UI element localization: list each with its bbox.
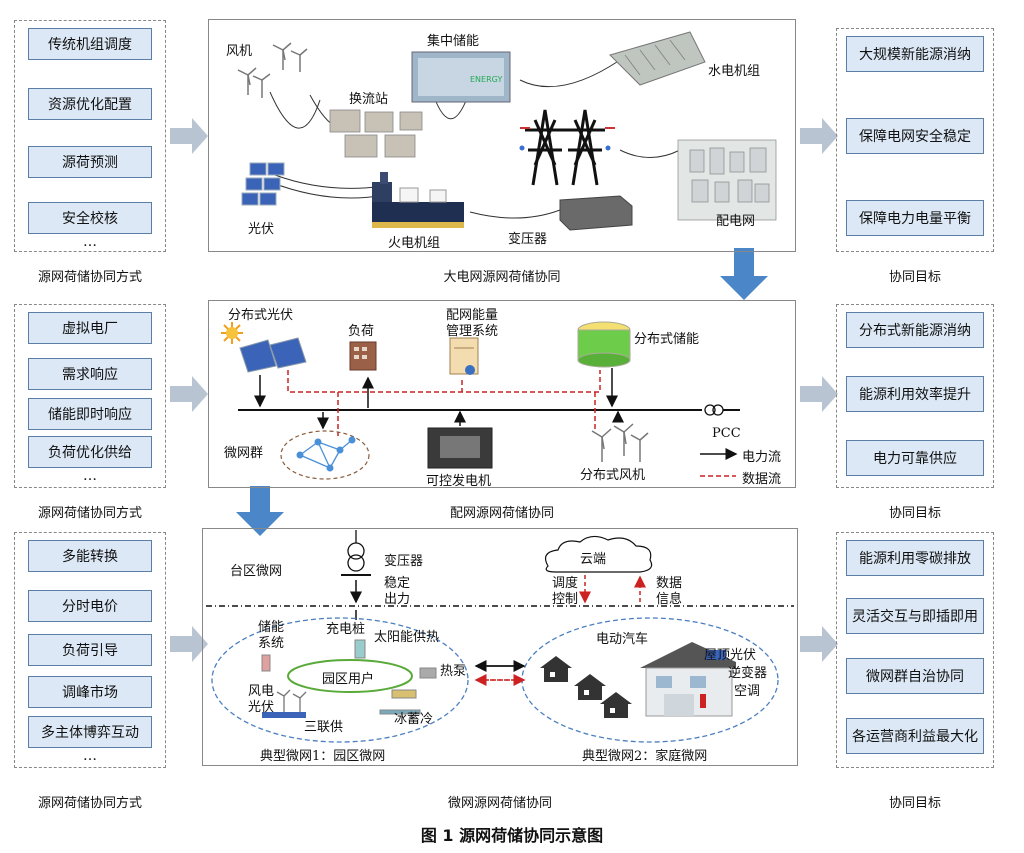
row3-diagram-caption: 微网源网荷储协同 — [447, 796, 552, 811]
label-dist-storage: 分布式储能 — [634, 332, 700, 347]
label-charger: 充电桩 — [326, 622, 366, 637]
row2-goal-panel — [836, 304, 994, 488]
label-trigen: 三联供 — [304, 720, 344, 735]
label-cloud: 云端 — [580, 552, 607, 567]
label-wind: 风机 — [226, 44, 253, 59]
row2-diagram-caption: 配网源网荷储协同 — [449, 506, 554, 521]
row1-diagram-caption: 大电网源网荷储协同 — [443, 270, 561, 285]
row1-goal-item: 保障电力电量平衡 — [846, 200, 984, 236]
label-dispatch: 调度 — [552, 576, 579, 591]
label-stable: 出力 — [384, 592, 411, 607]
label-distribution: 配电网 — [716, 214, 756, 229]
label-heat-pump: 热泵 — [440, 664, 467, 679]
label-rooftop-pv: 屋顶光伏 — [704, 648, 757, 663]
label-ac: 空调 — [734, 684, 761, 699]
label-hydro: 水电机组 — [708, 64, 761, 79]
label-transformer: 变压器 — [508, 232, 548, 247]
label-stable: 稳定 — [384, 576, 411, 591]
label-storage: 系统 — [258, 636, 285, 651]
label-controllable-gen: 可控发电机 — [426, 474, 492, 489]
row2-method-item: 需求响应 — [28, 358, 152, 390]
label-central-storage: 集中储能 — [427, 34, 480, 49]
label-ice-storage: 冰蓄冷 — [394, 712, 434, 727]
row3-goal-item: 各运营商利益最大化 — [846, 718, 984, 754]
label-transformer-r3: 变压器 — [384, 554, 424, 569]
row3-graphics — [206, 530, 794, 743]
row1-goal-item: 大规模新能源消纳 — [846, 36, 984, 72]
label-mg1: 典型微网1：园区微网 — [260, 749, 386, 764]
row1-method-item: 资源优化配置 — [28, 88, 152, 120]
side-arrows — [170, 118, 838, 662]
label-microgrid-group: 微网群 — [224, 446, 264, 461]
row2-diagram-frame — [208, 300, 796, 488]
row3-goal-item: 微网群自治协同 — [846, 658, 984, 694]
label-dist-pv: 分布式光伏 — [228, 308, 294, 323]
label-district: 台区微网 — [230, 564, 283, 579]
row1-graphics: ENERGY — [237, 31, 777, 231]
label-pv: 光伏 — [248, 222, 275, 237]
legend-power-flow: 电力流 — [742, 450, 782, 465]
row3-goal-item: 能源利用零碳排放 — [846, 540, 984, 576]
label-ems: 管理系统 — [446, 324, 499, 339]
label-park-user: 园区用户 — [322, 672, 375, 687]
row3-method-item: 多主体博弈互动 — [28, 716, 152, 748]
row1-goal-caption: 协同目标 — [888, 270, 941, 285]
row1-method-item: 安全校核 — [28, 202, 152, 234]
row2-method-item: 储能即时响应 — [28, 398, 152, 430]
row1-method-panel — [14, 20, 166, 252]
row2-goal-caption: 协同目标 — [888, 506, 941, 521]
row2-method-item: 负荷优化供给 — [28, 436, 152, 468]
legend-data-flow: 数据流 — [742, 472, 782, 487]
row1-diagram-frame — [208, 19, 796, 252]
row1-method-item: 源荷预测 — [28, 146, 152, 178]
label-solar-heat: 太阳能供热 — [374, 630, 440, 645]
row1-method-caption: 源网荷储协同方式 — [37, 270, 142, 285]
row2-goal-item: 电力可靠供应 — [846, 440, 984, 476]
ellipsis: … — [83, 748, 97, 764]
row3-method-item: 负荷引导 — [28, 634, 152, 666]
row2-method-item: 虚拟电厂 — [28, 312, 152, 344]
row1-method-item: 传统机组调度 — [28, 28, 152, 60]
row1-goal-panel — [836, 28, 994, 252]
blue-down-arrows — [236, 248, 768, 536]
label-dispatch: 控制 — [552, 592, 579, 607]
label-wind-pv: 风电 — [248, 684, 275, 699]
row2-method-panel — [14, 304, 166, 488]
row1-goal-item: 保障电网安全稳定 — [846, 118, 984, 154]
figure-caption: 图 1 源网荷储协同示意图 — [420, 826, 604, 845]
row2-goal-item: 能源利用效率提升 — [846, 376, 984, 412]
label-ev: 电动汽车 — [596, 632, 649, 647]
row3-diagram-frame — [202, 528, 798, 766]
label-pcc: PCC — [712, 426, 741, 441]
label-ems: 配网能量 — [446, 308, 499, 323]
ellipsis: … — [83, 468, 97, 484]
label-wind-pv: 光伏 — [248, 700, 275, 715]
row3-goal-panel — [836, 532, 994, 768]
svg-text:ENERGY: ENERGY — [470, 75, 502, 84]
ellipsis: … — [83, 234, 97, 250]
row3-method-item: 调峰市场 — [28, 676, 152, 708]
row3-method-item: 多能转换 — [28, 540, 152, 572]
label-thermal: 火电机组 — [388, 236, 441, 251]
row3-method-panel — [14, 532, 166, 768]
row2-method-caption: 源网荷储协同方式 — [37, 506, 142, 521]
row2-graphics — [221, 321, 740, 480]
label-mg2: 典型微网2：家庭微网 — [582, 749, 708, 764]
label-inverter: 逆变器 — [728, 666, 768, 681]
label-dist-wind: 分布式风机 — [580, 468, 646, 483]
label-storage: 储能 — [258, 620, 285, 635]
label-data: 数据 — [656, 576, 683, 591]
row3-goal-caption: 协同目标 — [888, 796, 941, 811]
row3-goal-item: 灵活交互与即插即用 — [846, 598, 984, 634]
label-data: 信息 — [656, 592, 683, 607]
row3-method-item: 分时电价 — [28, 590, 152, 622]
label-load: 负荷 — [348, 324, 375, 339]
row2-goal-item: 分布式新能源消纳 — [846, 312, 984, 348]
row3-method-caption: 源网荷储协同方式 — [37, 796, 142, 811]
label-converter: 换流站 — [349, 92, 389, 107]
